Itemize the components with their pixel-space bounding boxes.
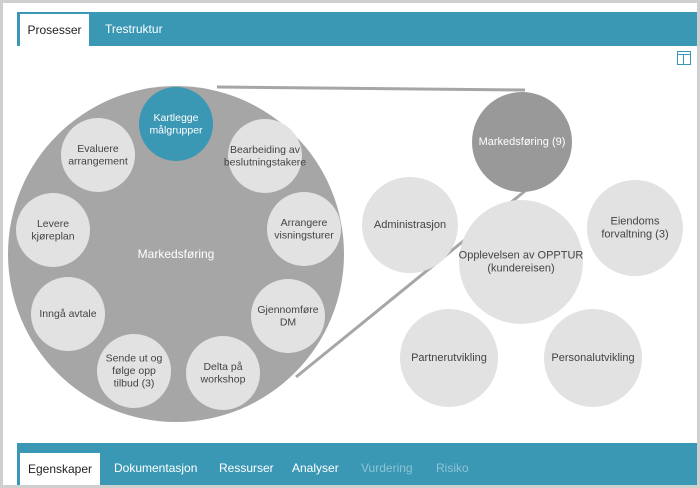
process-opplevelsen-av-opptur-kundereisen-label: (kundereisen) — [487, 263, 554, 275]
subprocess-gjennomfore-dm-label: DM — [280, 316, 296, 328]
subprocess-evaluere-arrangement-label: arrangement — [68, 155, 128, 167]
subprocess-levere-kjoreplan-label: kjøreplan — [31, 230, 74, 242]
process-administrasjon[interactable]: Administrasjon — [362, 177, 458, 273]
subprocess-sende-ut-og-folge-opp-tilbud-3-label: følge opp — [112, 365, 156, 377]
process-markedsforing-9-label: Markedsføring (9) — [479, 136, 566, 148]
tab-egenskaper[interactable]: Egenskaper — [20, 453, 100, 485]
subprocess-kartlegge-malgrupper-label: målgrupper — [149, 124, 203, 136]
subprocess-sende-ut-og-folge-opp-tilbud-3-label: tilbud (3) — [114, 378, 155, 390]
subprocess-kartlegge-malgrupper-label: Kartlegge — [154, 112, 199, 124]
bottom-tab-bar: Egenskaper Dokumentasjon Ressurser Analy… — [17, 443, 697, 485]
process-markedsforing-9[interactable]: Markedsføring (9) — [472, 92, 572, 192]
zoomed-process-label: Markedsføring — [138, 247, 215, 261]
panel-layout-icon[interactable] — [677, 51, 691, 65]
subprocess-innga-avtale[interactable]: Inngå avtale — [31, 277, 105, 351]
tab-prosesser[interactable]: Prosesser — [20, 14, 89, 46]
tab-trestruktur[interactable]: Trestruktur — [105, 22, 163, 36]
subprocess-gjennomfore-dm-label: Gjennomføre — [257, 304, 318, 316]
process-personalutvikling[interactable]: Personalutvikling — [544, 309, 642, 407]
subprocess-sende-ut-og-folge-opp-tilbud-3-bubble[interactable] — [97, 334, 171, 408]
process-opplevelsen-av-opptur-kundereisen-bubble[interactable] — [459, 200, 583, 324]
subprocess-sende-ut-og-folge-opp-tilbud-3-label: Sende ut og — [106, 353, 163, 365]
process-partnerutvikling-label: Partnerutvikling — [411, 352, 487, 364]
subprocess-delta-pa-workshop-label: Delta på — [203, 361, 242, 373]
zoomed-process-group: MarkedsføringKartleggemålgrupperBearbeid… — [8, 86, 344, 422]
subprocess-gjennomfore-dm-bubble[interactable] — [251, 279, 325, 353]
zoom-connector-top-line — [216, 85, 526, 92]
process-eiendoms-forvaltning-3-label: forvaltning (3) — [601, 229, 668, 241]
process-partnerutvikling[interactable]: Partnerutvikling — [400, 309, 498, 407]
process-eiendoms-forvaltning-3-bubble[interactable] — [587, 180, 683, 276]
subprocess-levere-kjoreplan-label: Levere — [37, 218, 69, 230]
subprocess-arrangere-visningsturer-label: Arrangere — [281, 217, 328, 229]
tab-dokumentasjon[interactable]: Dokumentasjon — [114, 461, 198, 475]
process-markedsforing-9-bubble[interactable] — [472, 92, 572, 192]
subprocess-bearbeiding-av-beslutningstakere-label: beslutningstakere — [224, 156, 306, 168]
subprocess-kartlegge-malgrupper-bubble[interactable] — [139, 87, 213, 161]
process-administrasjon-bubble[interactable] — [362, 177, 458, 273]
top-tab-bar: Prosesser Trestruktur — [17, 12, 697, 46]
subprocess-arrangere-visningsturer-label: visningsturer — [274, 229, 334, 241]
process-personalutvikling-label: Personalutvikling — [551, 352, 634, 364]
subprocess-innga-avtale-bubble[interactable] — [31, 277, 105, 351]
subprocess-arrangere-visningsturer-bubble[interactable] — [267, 192, 341, 266]
tab-risiko: Risiko — [436, 461, 469, 475]
subprocess-innga-avtale-label: Inngå avtale — [39, 308, 96, 320]
subprocess-delta-pa-workshop-bubble[interactable] — [186, 336, 260, 410]
process-administrasjon-label: Administrasjon — [374, 219, 446, 231]
subprocess-delta-pa-workshop-label: workshop — [200, 373, 246, 385]
tab-analyser[interactable]: Analyser — [292, 461, 339, 475]
process-diagram: MarkedsføringKartleggemålgrupperBearbeid… — [8, 85, 683, 422]
subprocess-evaluere-arrangement-label: Evaluere — [77, 143, 119, 155]
tab-vurdering: Vurdering — [361, 461, 413, 475]
subprocess-evaluere-arrangement-bubble[interactable] — [61, 118, 135, 192]
process-eiendoms-forvaltning-3-label: Eiendoms — [611, 216, 660, 228]
process-opplevelsen-av-opptur-kundereisen-label: Opplevelsen av OPPTUR — [459, 250, 584, 262]
process-bubbles: Markedsføring (9)AdministrasjonOpplevels… — [362, 92, 683, 407]
subprocess-bearbeiding-av-beslutningstakere-label: Bearbeiding av — [230, 144, 301, 156]
subprocess-bearbeiding-av-beslutningstakere-bubble[interactable] — [228, 119, 302, 193]
subprocess-levere-kjoreplan-bubble[interactable] — [16, 193, 90, 267]
process-partnerutvikling-bubble[interactable] — [400, 309, 498, 407]
tab-ressurser[interactable]: Ressurser — [219, 461, 274, 475]
process-personalutvikling-bubble[interactable] — [544, 309, 642, 407]
process-opplevelsen-av-opptur-kundereisen[interactable]: Opplevelsen av OPPTUR(kundereisen) — [459, 200, 584, 324]
